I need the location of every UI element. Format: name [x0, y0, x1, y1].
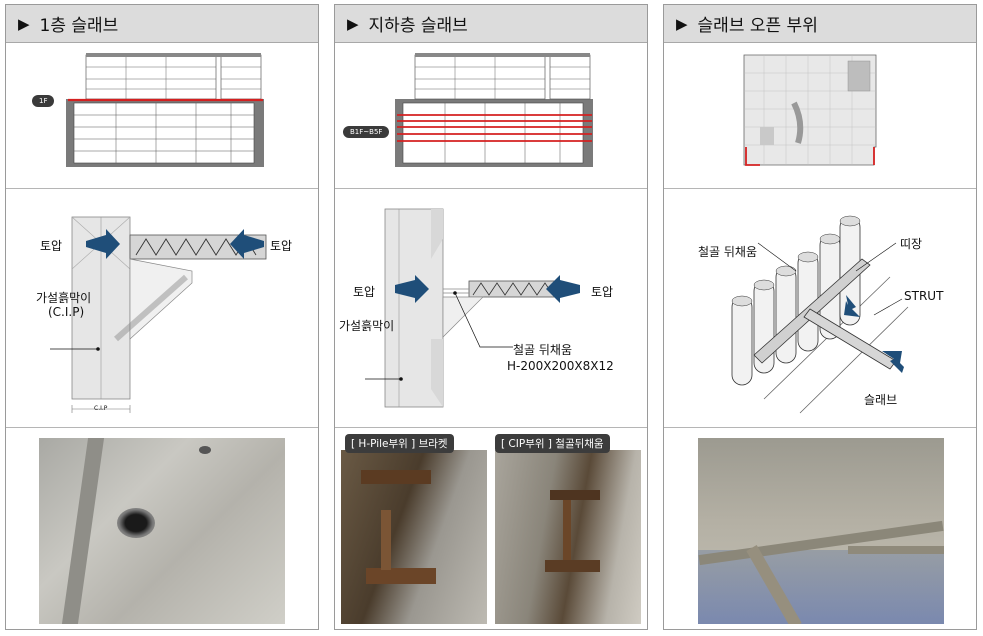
photo-cip-steel-backfill: [495, 450, 641, 624]
section-plan: [664, 43, 976, 189]
temporary-wall-label: 가설흙막이: [36, 291, 92, 305]
section-elevation: 1F: [6, 43, 318, 189]
building-section-drawing: [66, 53, 264, 167]
core-hole: [117, 508, 155, 538]
strut-label: STRUT: [904, 289, 944, 303]
steel-backfill-label: 철골 뒤채움: [513, 343, 573, 357]
earth-pressure-label-right: 토압: [591, 285, 614, 299]
earth-pressure-label-left: 토압: [353, 285, 376, 299]
photo-hpile-bracket: [341, 450, 487, 624]
panel-title: 1층 슬래브: [39, 16, 119, 36]
cip-strut-3d-detail: [731, 215, 909, 414]
slab-connection-detail: [50, 216, 267, 413]
slab-backfill-detail: [365, 208, 580, 408]
panel-title: 슬래브 오픈 부위: [697, 16, 818, 36]
level-tag-badge: B1F~B5F: [343, 126, 390, 138]
photo-slab-concrete: [39, 438, 285, 624]
panel-1f-slab: ▶ 1층 슬래브 1F: [5, 4, 319, 630]
dimension-label: C.I.P: [94, 405, 108, 412]
steel-backfill-label: 철골 뒤채움: [698, 245, 758, 259]
panel-header: ▶ 지하층 슬래브: [335, 5, 647, 43]
cip-label: (C.I.P): [48, 305, 85, 319]
building-section-drawing: [395, 53, 593, 167]
section-elevation: B1F~B5F: [335, 43, 647, 189]
section-detail: 토압 토압 가설흙막이 (C.I.P) C.I.P: [6, 189, 318, 428]
play-triangle-icon: ▶: [347, 14, 359, 33]
panel-header: ▶ 1층 슬래브: [6, 5, 318, 43]
section-detail: 토압 토압 가설흙막이 철골 뒤채움 H-200X200X8X12: [335, 189, 647, 428]
panel-basement-slab: ▶ 지하층 슬래브 B1F~B5F: [334, 4, 648, 630]
photo-caption-cip-backfill: [ CIP부위 ] 철골뒤채움: [495, 434, 610, 453]
earth-pressure-label-right: 토압: [270, 239, 293, 253]
floor-plan-drawing: [743, 54, 877, 166]
wale-label: 띠장: [900, 237, 923, 251]
section-detail: 철골 뒤채움 띠장 STRUT 슬래브: [664, 189, 976, 428]
h-beam-section-label: H-200X200X8X12: [507, 359, 614, 373]
panel-slab-opening: ▶ 슬래브 오픈 부위: [663, 4, 977, 630]
panel-header: ▶ 슬래브 오픈 부위: [664, 5, 976, 43]
earth-pressure-label-left: 토압: [40, 239, 63, 253]
photo-slab-opening-site: [698, 438, 944, 624]
section-photos: [ H-Pile부위 ] 브라켓 [ CIP부위 ] 철골뒤채움: [335, 428, 647, 629]
section-photo: [664, 428, 976, 629]
panel-title: 지하층 슬래브: [368, 16, 468, 36]
play-triangle-icon: ▶: [18, 14, 30, 33]
play-triangle-icon: ▶: [676, 14, 688, 33]
temporary-wall-label: 가설흙막이: [339, 319, 395, 333]
slab-label: 슬래브: [864, 393, 898, 407]
level-tag-badge: 1F: [32, 95, 55, 107]
section-photo: [6, 428, 318, 629]
photo-caption-hpile-bracket: [ H-Pile부위 ] 브라켓: [345, 434, 454, 453]
